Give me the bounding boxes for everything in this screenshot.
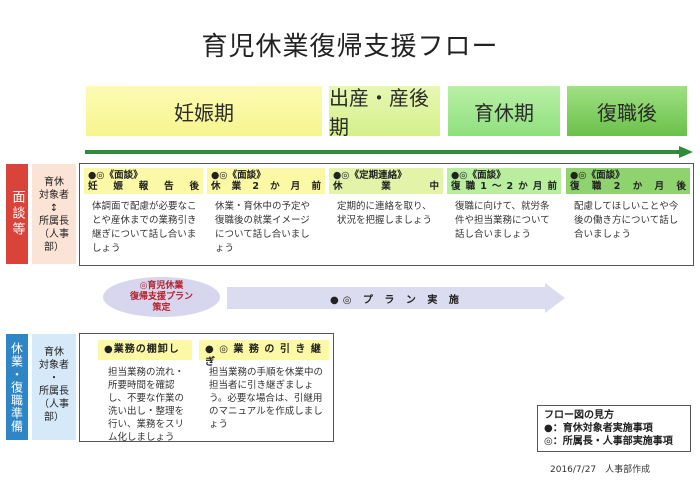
legend-item: ◎：所属長・人事部実施事項 (544, 436, 673, 447)
step-during-leave: ●◎《定期連絡》 休 業 中 定期的に連絡を取り、状況を把握しましょう (329, 168, 443, 260)
page-title: 育児休業復帰支援フロー (201, 32, 499, 62)
timing-char: ～ (491, 181, 502, 192)
step-head: ●◎《面談》 復 職 2 か 月 後 (566, 168, 690, 194)
target-line: ↕ (49, 203, 59, 214)
step-body: 体調面で配慮が必要なことや産休までの業務引き継ぎについて話し合いましょう (92, 201, 197, 254)
step-head: ● ◎ 業 務 の 引 き 継 ぎ (199, 340, 329, 368)
timing-char: 休 (333, 181, 343, 192)
step-head-timing: 妊 娠 報 告 後 (88, 181, 199, 192)
step-task-handover: ● ◎ 業 務 の 引 き 継 ぎ 担当業務の手順を休業中の担当者に引き継ぎまし… (199, 340, 329, 431)
timing-char: 休 (211, 181, 221, 192)
step-head-type: ●◎《定期連絡》 (333, 170, 407, 181)
leave-prep-row-frame (79, 333, 334, 442)
timing-char: 告 (164, 181, 174, 192)
timing-char: 報 (138, 181, 149, 192)
step-body: 休業・育休中の予定や復職後の就業イメージについて話し合いましょう (215, 201, 311, 254)
row-target-interview: 育休 対象者 ↕ 所属長 （人事 部） (32, 164, 76, 264)
timing-char: 復 (570, 181, 580, 192)
timing-char: 2 (506, 181, 514, 192)
target-line: 所属長 (39, 386, 69, 397)
timing-char: か (632, 181, 643, 192)
step-body: 復職に向けて、就労条件や担当業務について話し合いましょう (455, 201, 550, 240)
phase-after-return: 復職後 (567, 86, 687, 136)
footer-credit: 2016/7/27 人事部作成 (550, 465, 651, 475)
timing-char: 前 (547, 181, 557, 192)
step-body: 担当業務の手順を休業中の担当者に引き継ぎましょう。必要な場合は、引継用のマニュア… (209, 367, 324, 430)
timing-char: 業 (231, 181, 242, 192)
target-line: （人事 (39, 399, 69, 410)
step-head-type: ●◎《面談》 (451, 170, 506, 181)
timing-char: か (518, 181, 528, 192)
step-head-type: ●◎《面談》 (88, 170, 143, 181)
plan-arrow-label: ●◎ プ ラ ン 実 施 (330, 295, 463, 306)
timing-char: 月 (654, 181, 665, 192)
target-line: 育休 (44, 347, 64, 358)
target-line: 対象者 (39, 360, 69, 371)
step-head-type: ●◎《面談》 (570, 170, 625, 181)
support-plan-ellipse: ◎育児休業 復帰支援プラン 策定 (103, 277, 220, 317)
timing-char: 後 (676, 181, 686, 192)
row-label-interview: 面談等 (6, 164, 28, 264)
timing-char: 月 (290, 181, 301, 192)
step-before-return: ●◎《面談》 復 職 1 ～ 2 か 月 前 復職に向けて、就労条件や担当業務に… (447, 168, 561, 260)
timing-char: 2 (613, 181, 621, 192)
interview-row-frame (79, 163, 694, 266)
step-body: 配慮してほしいことや今後の働き方について話し合いましょう (574, 201, 679, 240)
row-target-leave-prep: 育休 対象者 ・ 所属長 （人事 部） (32, 334, 76, 440)
step-head-timing: 休 業 中 (333, 181, 439, 192)
timing-char: 業 (381, 181, 391, 192)
target-line: 部） (44, 412, 64, 423)
timing-char: 職 (591, 181, 602, 192)
step-head: ●業務の棚卸し (98, 340, 192, 360)
step-head: ●◎《面談》 妊 娠 報 告 後 (84, 168, 203, 194)
timing-char: 2 (252, 181, 259, 192)
timing-char: 妊 (88, 181, 98, 192)
timeline-arrow (85, 146, 693, 158)
step-pregnancy-report: ●◎《面談》 妊 娠 報 告 後 体調面で配慮が必要なことや産休までの業務引き継… (84, 168, 203, 260)
target-line: ・ (49, 373, 59, 384)
timing-char: 1 (480, 181, 487, 192)
phase-birth-postpartum: 出産・産後期 (329, 86, 440, 139)
step-head-timing: 復 職 2 か 月 後 (570, 181, 686, 192)
timing-char: 復 (451, 181, 461, 192)
timing-char: 中 (429, 181, 439, 192)
step-body: 定期的に連絡を取り、状況を把握しましょう (337, 201, 433, 226)
timing-char: 職 (465, 181, 476, 192)
step-after-return: ●◎《面談》 復 職 2 か 月 後 配慮してほしいことや今後の働き方について話… (566, 168, 690, 260)
step-two-months-before-leave: ●◎《面談》 休 業 2 か 月 前 休業・育休中の予定や復職後の就業イメージに… (207, 168, 325, 260)
timing-char: 後 (189, 181, 199, 192)
target-line: 育休 (44, 177, 64, 188)
target-line: （人事 (39, 229, 69, 240)
target-line: 対象者 (39, 190, 69, 201)
target-line: 所属長 (39, 216, 69, 227)
phase-pregnancy: 妊娠期 (86, 86, 322, 136)
timing-char: か (270, 181, 280, 192)
plan-line: 策定 (152, 302, 171, 313)
timing-char: 前 (311, 181, 321, 192)
step-task-inventory: ●業務の棚卸し 担当業務の流れ・所要時間を確認し、不要な作業の洗い出し・整理を行… (98, 340, 192, 444)
plan-line: 復帰支援プラン (129, 291, 193, 302)
step-head: ●◎《面談》 復 職 1 ～ 2 か 月 前 (447, 168, 561, 194)
step-head-timing: 休 業 2 か 月 前 (211, 181, 321, 192)
step-head-type: ●◎《面談》 (211, 170, 266, 181)
plan-implementation-arrow (227, 283, 565, 313)
phase-childcare-leave: 育休期 (448, 86, 560, 136)
step-head: ●◎《面談》 休 業 2 か 月 前 (207, 168, 325, 194)
row-label-leave-prep: 休業・復職準備 (6, 334, 28, 440)
step-head-timing: 復 職 1 ～ 2 か 月 前 (451, 181, 557, 192)
legend-title: フロー図の見方 (544, 410, 614, 421)
timing-char: 月 (532, 181, 543, 192)
legend-item: ●：育休対象者実施事項 (544, 423, 653, 434)
legend: フロー図の見方 ●：育休対象者実施事項 ◎：所属長・人事部実施事項 (537, 405, 691, 452)
timing-char: 娠 (113, 181, 123, 192)
plan-line: ◎育児休業 (139, 280, 184, 291)
target-line: 部） (44, 242, 64, 253)
step-head: ●◎《定期連絡》 休 業 中 (329, 168, 443, 194)
step-body: 担当業務の流れ・所要時間を確認し、不要な作業の洗い出し・整理を行い、業務をスリム… (108, 367, 185, 443)
